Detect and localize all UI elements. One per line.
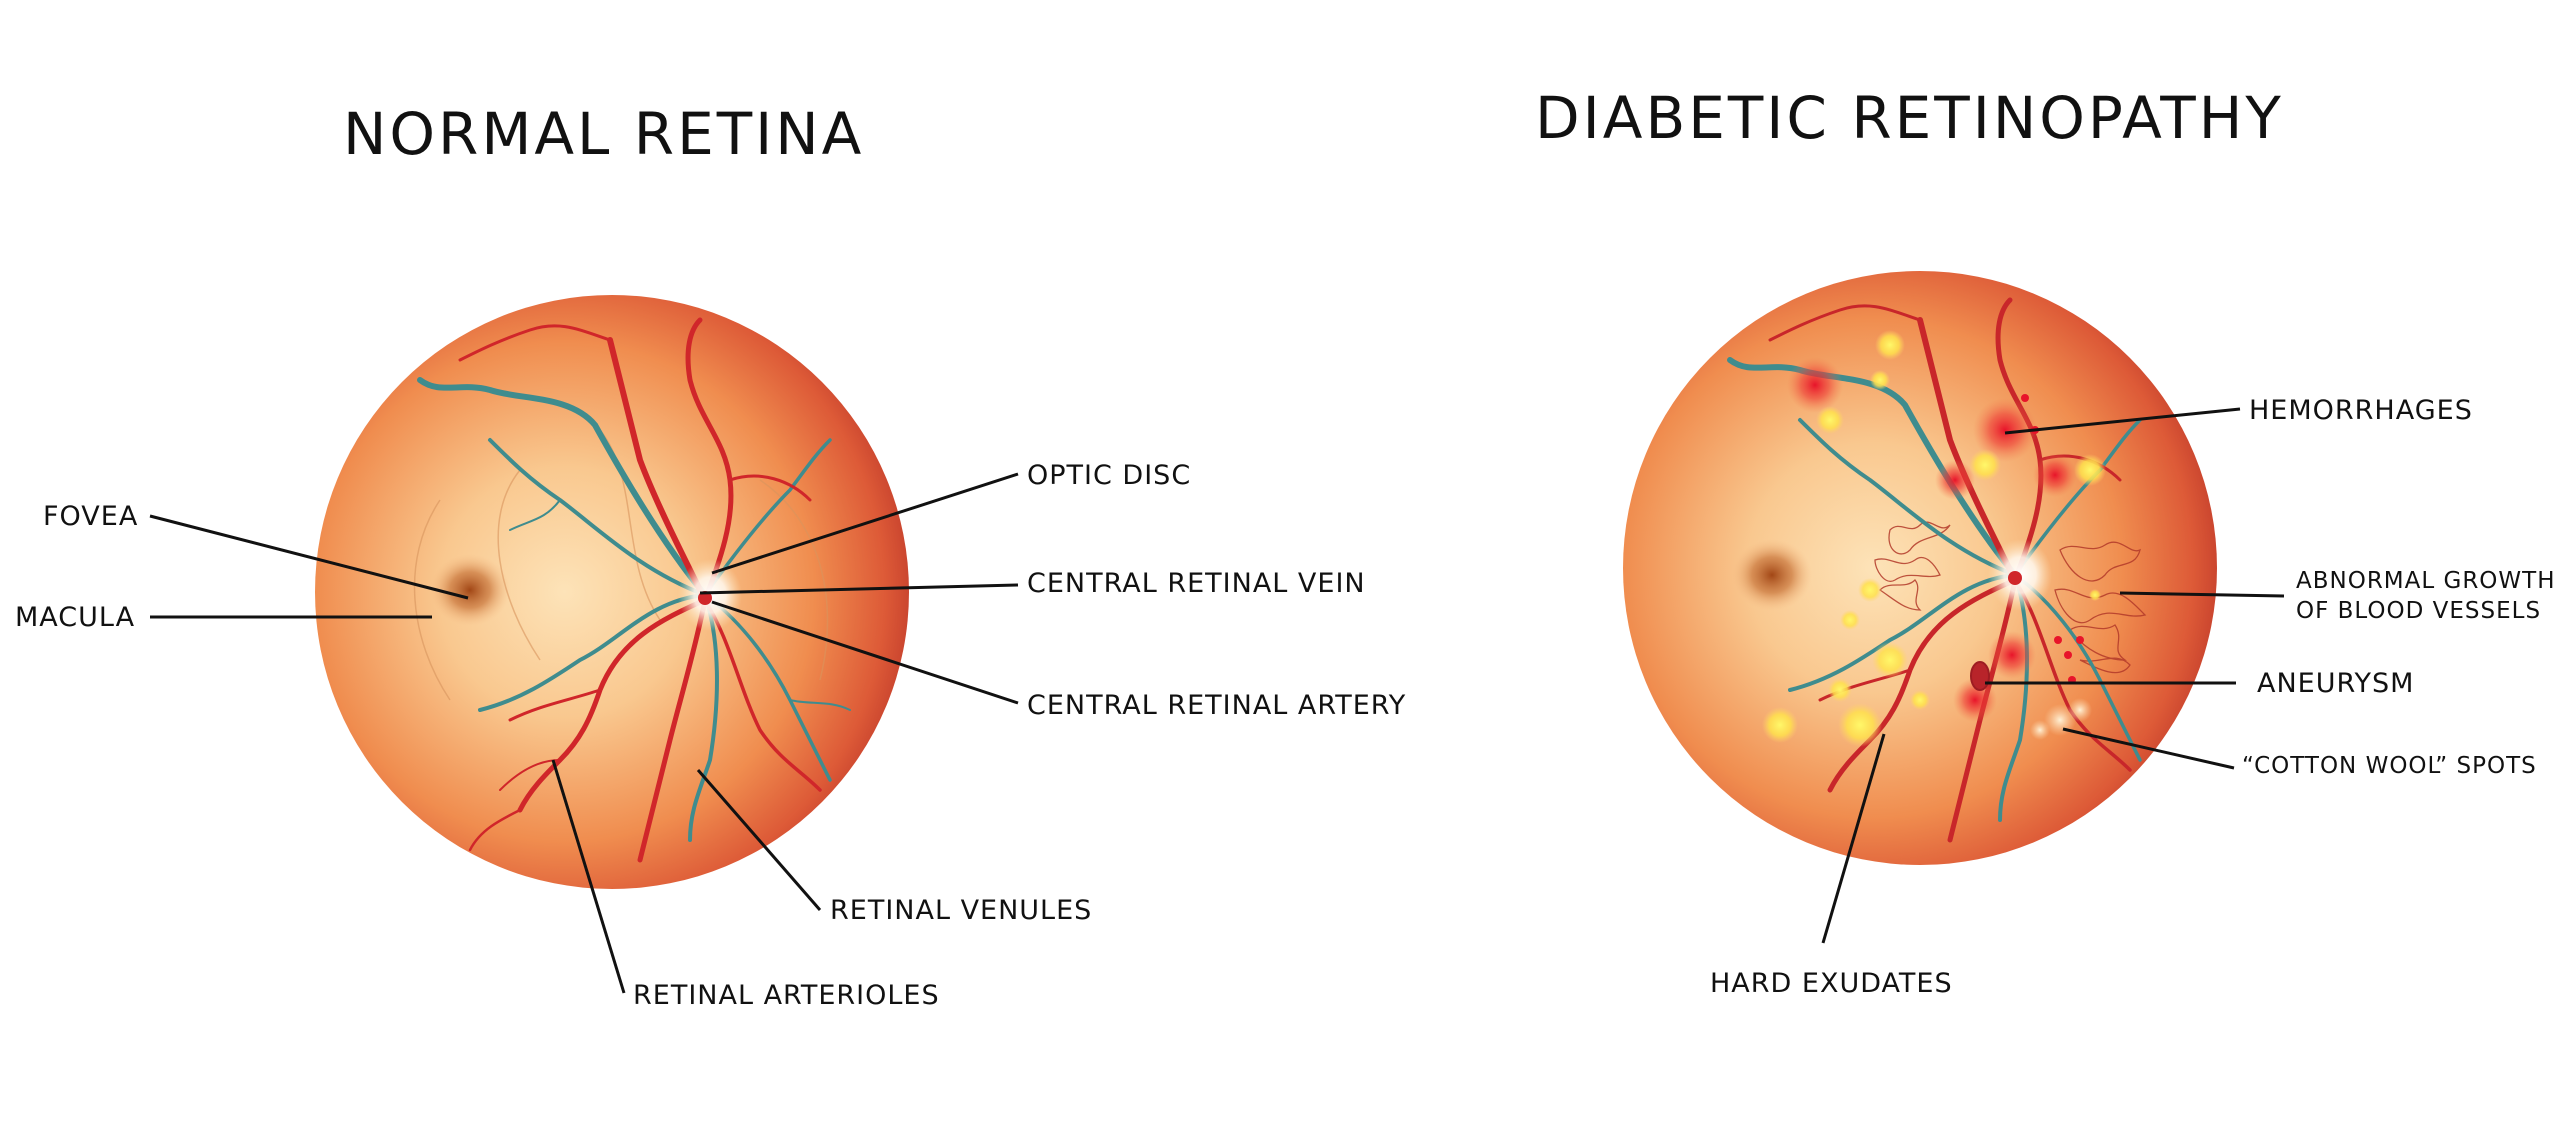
label-retinal-arterioles: RETINAL ARTERIOLES	[633, 980, 940, 1011]
label-abnormal-growth: ABNORMAL GROWTH OF BLOOD VESSELS	[2296, 567, 2556, 627]
aneurysm-marker	[1970, 661, 1990, 691]
label-optic-disc: OPTIC DISC	[1027, 460, 1192, 491]
title-normal-retina: NORMAL RETINA	[343, 100, 865, 168]
leader-central-retinal-vein	[699, 583, 1019, 595]
leader-central-retinal-artery	[711, 600, 1019, 705]
label-hemorrhages: HEMORRHAGES	[2249, 395, 2473, 426]
label-retinal-venules: RETINAL VENULES	[830, 895, 1093, 926]
label-macula: MACULA	[15, 602, 136, 633]
leader-cotton-wool	[2062, 727, 2235, 770]
label-abnormal-growth-line1: ABNORMAL GROWTH	[2296, 568, 2556, 594]
label-aneurysm: ANEURYSM	[2257, 668, 2415, 699]
diabetic-retina-illustration	[1623, 271, 2217, 865]
leader-retinal-venules	[696, 769, 822, 911]
leader-abnormal-growth	[2119, 591, 2285, 598]
title-diabetic-retinopathy: DIABETIC RETINOPATHY	[1535, 84, 2284, 152]
leader-hemorrhages	[2004, 407, 2241, 435]
label-abnormal-growth-line2: OF BLOOD VESSELS	[2296, 597, 2542, 624]
label-fovea: FOVEA	[43, 501, 139, 532]
leader-fovea	[149, 514, 469, 600]
label-central-retinal-artery: CENTRAL RETINAL ARTERY	[1027, 690, 1407, 721]
leader-retinal-arterioles	[551, 759, 626, 994]
normal-retina-illustration	[315, 295, 909, 889]
leader-hard-exudates	[1821, 733, 1886, 944]
label-hard-exudates: HARD EXUDATES	[1710, 968, 1953, 999]
leader-optic-disc	[711, 472, 1019, 575]
leader-lines	[149, 407, 2285, 994]
label-cotton-wool-spots: “COTTON WOOL” SPOTS	[2242, 753, 2537, 779]
label-central-retinal-vein: CENTRAL RETINAL VEIN	[1027, 568, 1366, 599]
